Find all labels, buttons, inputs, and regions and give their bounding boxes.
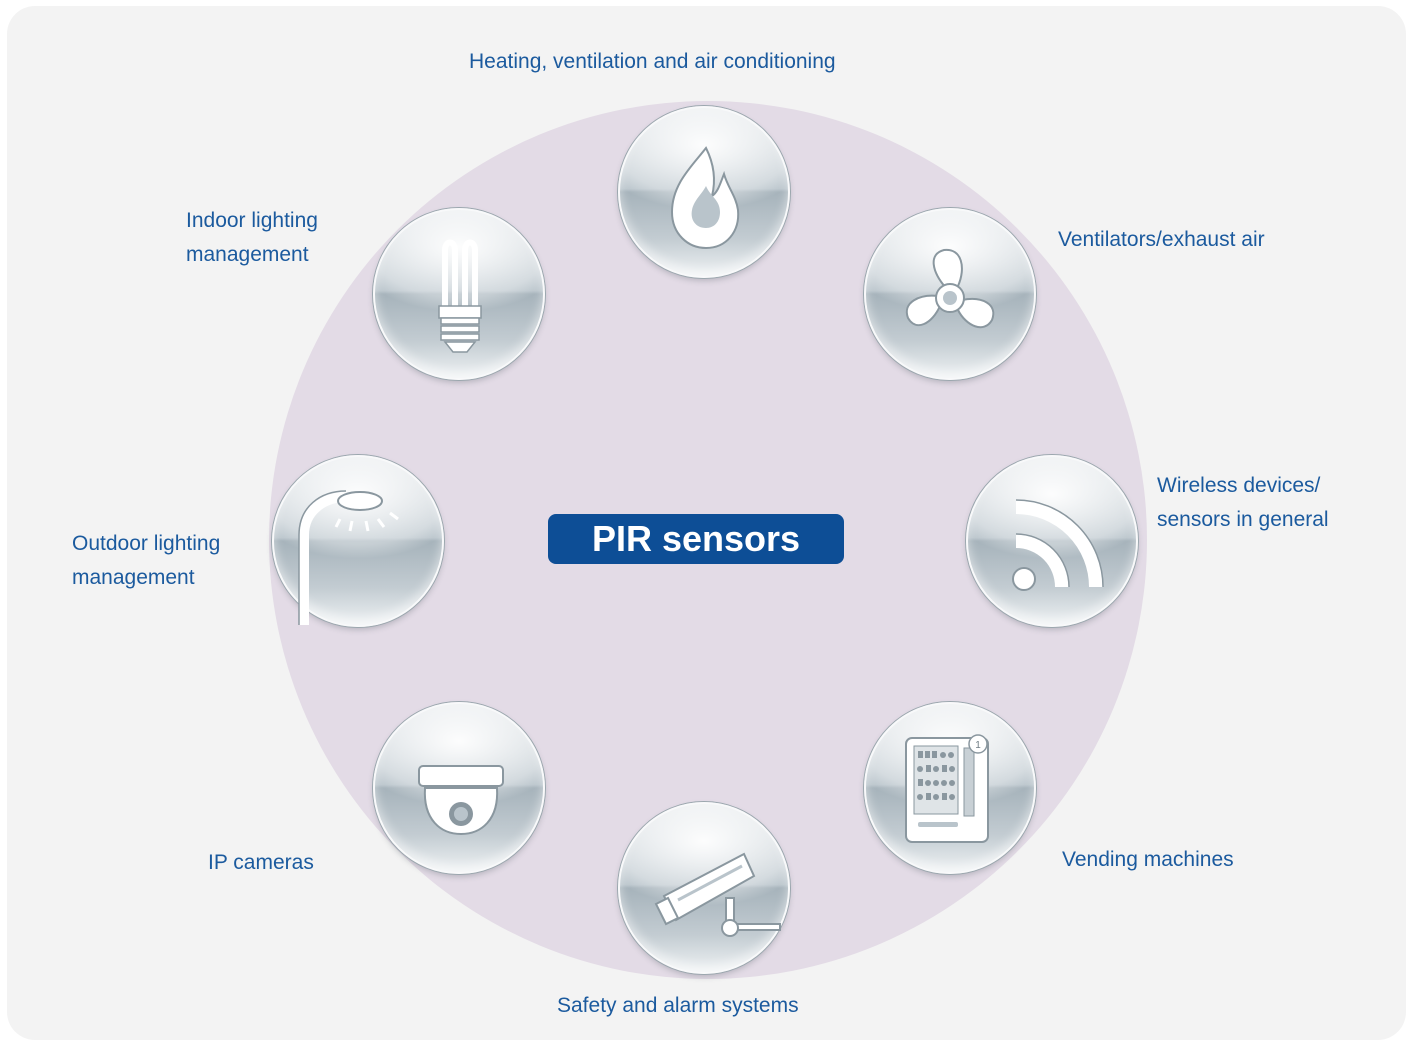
label-safety: Safety and alarm systems	[557, 994, 799, 1017]
svg-text:1: 1	[975, 740, 981, 751]
label-ventilators: Ventilators/exhaust air	[1058, 228, 1265, 251]
wireless-icon	[1012, 499, 1104, 591]
hvac-disc	[618, 106, 790, 278]
fan-icon	[905, 248, 995, 329]
vending-machine-icon: 1	[905, 734, 989, 843]
label-wireless-line1: Wireless devices/	[1157, 474, 1321, 497]
label-indoor-line1: Indoor lighting	[186, 209, 318, 232]
label-outdoor-line1: Outdoor lighting	[72, 532, 221, 555]
center-title-badge: PIR sensors	[548, 514, 844, 564]
label-vending: Vending machines	[1062, 848, 1234, 871]
ventilators-disc	[864, 208, 1036, 380]
vending-disc: 1	[864, 702, 1036, 874]
outdoor-lighting-disc	[272, 455, 444, 627]
wireless-disc	[966, 455, 1138, 627]
label-indoor-line2: management	[186, 243, 309, 266]
label-ip-cameras: IP cameras	[208, 851, 314, 874]
label-outdoor-line2: management	[72, 566, 195, 589]
flame-icon	[670, 146, 740, 250]
light-bulb-icon	[438, 239, 482, 353]
safety-disc	[618, 802, 790, 974]
label-wireless-line2: sensors in general	[1157, 508, 1329, 531]
security-camera-icon	[654, 852, 781, 937]
indoor-lighting-disc	[373, 208, 545, 380]
street-lamp-icon	[298, 490, 399, 625]
label-hvac: Heating, ventilation and air conditionin…	[469, 50, 836, 73]
dome-camera-icon	[418, 765, 504, 836]
ip-cameras-disc	[373, 702, 545, 874]
